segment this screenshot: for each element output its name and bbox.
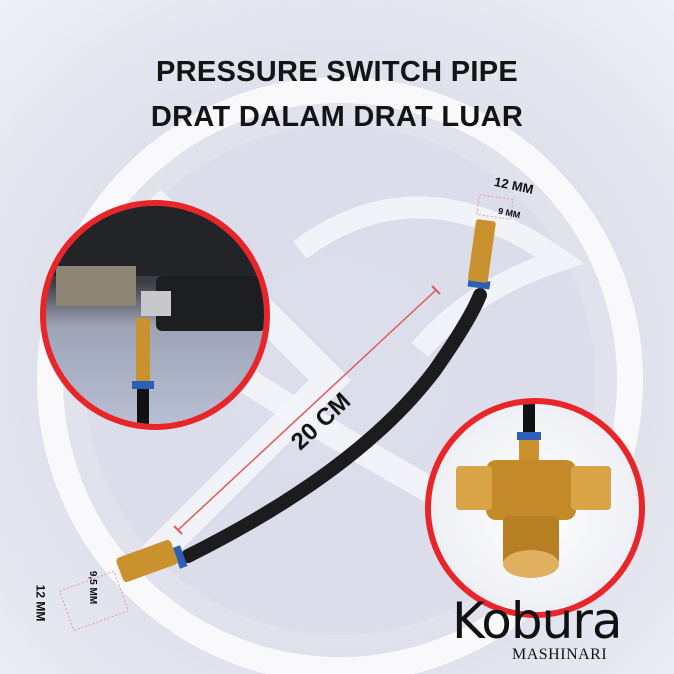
inset-pressure-switch bbox=[40, 200, 270, 430]
title-line-2: DRAT DALAM DRAT LUAR bbox=[150, 101, 524, 133]
inset-brass-fitting bbox=[425, 398, 645, 618]
brand-logo: Kobura bbox=[452, 592, 623, 650]
brass-tee-photo-icon bbox=[456, 404, 611, 578]
title-line-1: PRESSURE SWITCH PIPE bbox=[155, 56, 519, 88]
bottom-inner-diameter-label: 9,5 MM bbox=[87, 570, 99, 605]
brand-subtitle: MASHINARI bbox=[512, 646, 608, 663]
bottom-outer-diameter-label: 12 MM bbox=[33, 584, 48, 622]
